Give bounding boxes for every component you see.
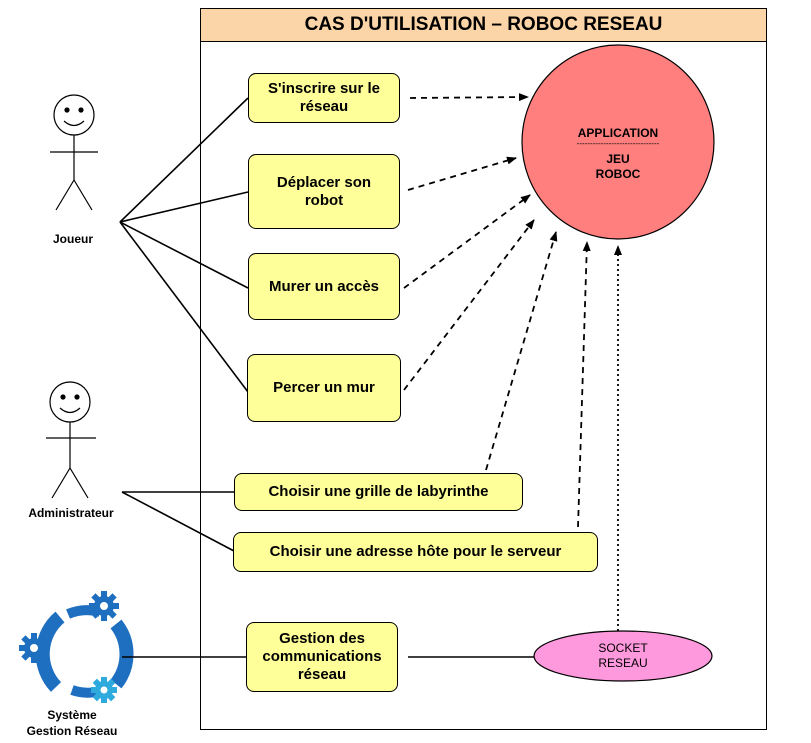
gear-logo-icon (19, 591, 134, 703)
application-ellipse (521, 44, 715, 240)
application-subtitle: JEU ROBOC (595, 152, 641, 181)
socket-label: SOCKET RESEAU (598, 641, 648, 670)
usecase-murer[interactable]: Murer un accès (248, 253, 400, 320)
usecase-gestion[interactable]: Gestion des communications réseau (246, 622, 398, 692)
application-separator: ------------------------------- (576, 139, 660, 148)
usecase-inscrire[interactable]: S'inscrire sur le réseau (248, 73, 400, 123)
application-label: APPLICATION (577, 126, 659, 140)
dependency-arrows (403, 93, 591, 528)
association-lines (119, 97, 534, 658)
actor-joueur-figure (50, 94, 98, 211)
usecase-deplacer[interactable]: Déplacer son robot (248, 154, 400, 229)
actor-admin-figure (46, 381, 96, 499)
actor-joueur-label: Joueur (52, 232, 93, 246)
actor-systeme-label: Système Gestion Réseau (26, 708, 118, 738)
usecase-percer[interactable]: Percer un mur (247, 354, 401, 422)
actor-admin-label: Administrateur (28, 506, 114, 520)
socket-ellipse (533, 630, 713, 682)
usecase-adresse[interactable]: Choisir une adresse hôte pour le serveur (233, 532, 598, 572)
usecase-grille[interactable]: Choisir une grille de labyrinthe (234, 473, 523, 511)
diagram-title: CAS D'UTILISATION – ROBOC RESEAU (200, 8, 767, 42)
